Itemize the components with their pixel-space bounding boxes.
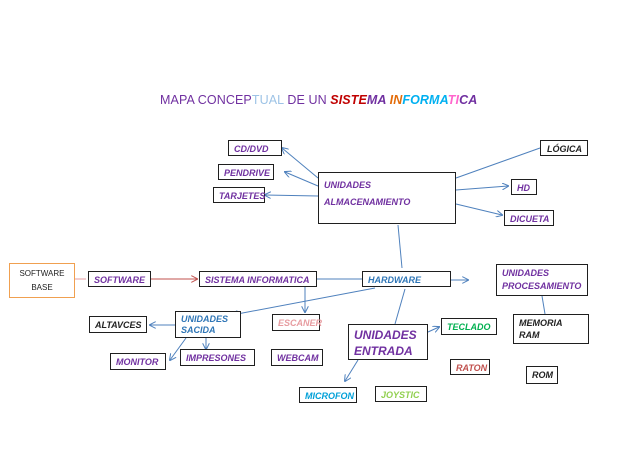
title-part: TUAL — [251, 93, 288, 107]
title-part: FORMA — [402, 93, 448, 107]
title-part: MA — [366, 93, 390, 107]
link-hardware-entrada — [394, 288, 406, 325]
node-impresones: IMPRESONES — [180, 349, 255, 366]
link-entrada-teclado — [427, 327, 439, 332]
node-microfon: MICROFON — [299, 387, 357, 403]
node-teclado: TECLADO — [441, 318, 497, 335]
link-almac-hd — [455, 186, 508, 191]
node-software-base: SOFTWARE BASE — [9, 263, 75, 298]
link-almac-tarjetes — [265, 195, 319, 196]
link-almac-logica — [455, 147, 541, 179]
title-part: TI — [447, 93, 460, 107]
node-software: SOFTWARE — [88, 271, 151, 287]
node-dicueta: DICUETA — [504, 210, 554, 226]
node-sistema-informatica: SISTEMA INFORMATICA — [199, 271, 317, 287]
node-cd-dvd: CD/DVD — [228, 140, 282, 156]
node-escaner: ESCANER — [272, 314, 322, 331]
node-rom: ROM — [526, 366, 558, 384]
title-part: DE UN — [287, 93, 331, 107]
link-almac-pendrive — [285, 172, 319, 187]
link-entrada-microfon — [345, 359, 359, 381]
node-unidades-entrada: UNIDADES ENTRADA — [348, 324, 428, 360]
node-webcam: WEBCAM — [271, 349, 323, 366]
node-altavces: ALTAVCES — [89, 316, 147, 333]
node-tarjetes: TARJETES — [213, 187, 265, 203]
link-procesamiento-memoria — [541, 295, 546, 315]
title-part: IN — [389, 93, 403, 107]
node-unidades-procesamiento: UNIDADES PROCESAMIENTO — [496, 264, 588, 296]
node-logica: LÓGICA — [540, 140, 588, 156]
node-unidades-almacenamiento: UNIDADES ALMACENAMIENTO — [318, 172, 456, 224]
node-monitor: MONITOR — [110, 353, 166, 370]
link-almac-cddvd — [282, 148, 319, 179]
node-hardware: HARDWARE — [362, 271, 451, 287]
node-pendrive: PENDRIVE — [218, 164, 274, 180]
title-part: SISTE — [330, 93, 367, 107]
node-unidades-sacida: UNIDADES SACIDA — [175, 311, 241, 338]
title-part: CA — [459, 93, 478, 107]
node-raton: RATON — [450, 359, 490, 375]
node-hd: HD — [511, 179, 537, 195]
link-hardware-almac — [397, 224, 403, 269]
title-part: MAPA CONCEP — [160, 93, 252, 107]
node-memoria-ram: MEMORIA RAM — [513, 314, 589, 344]
link-almac-dicueta — [455, 203, 502, 215]
diagram-title: MAPA CONCEPTUAL DE UN SISTEMA INFORMATIC… — [160, 93, 477, 107]
link-hardware-salida — [232, 287, 376, 315]
node-joystic: JOYSTIC — [375, 386, 427, 402]
